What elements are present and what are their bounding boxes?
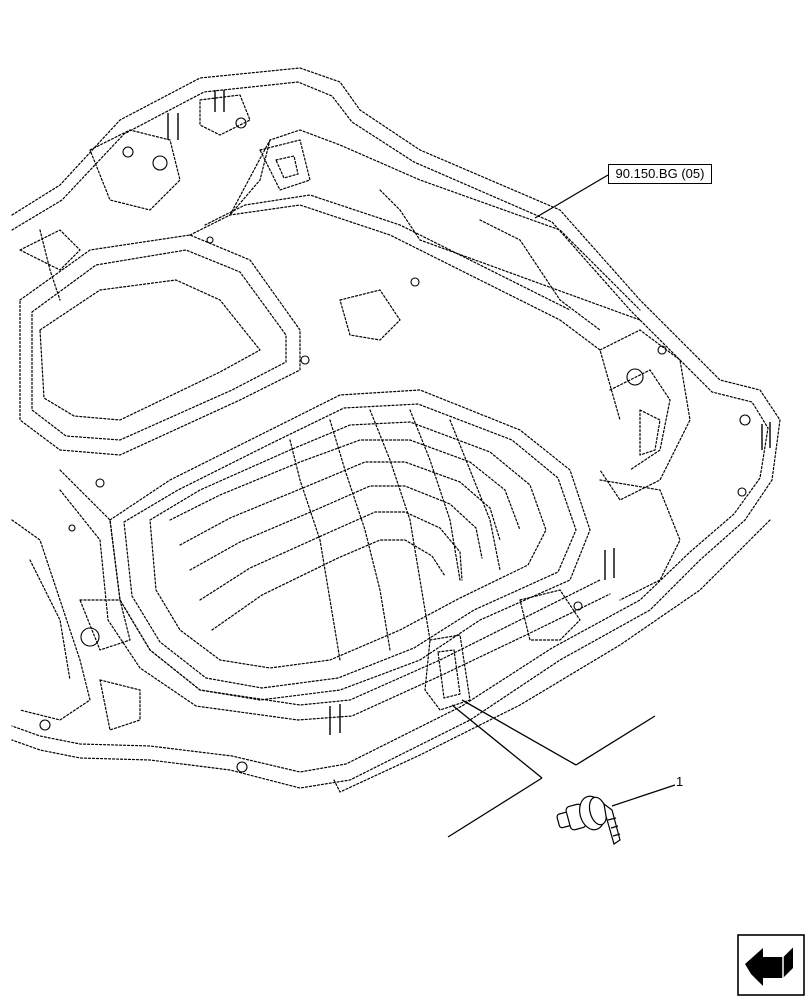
leader-lines (447, 174, 676, 838)
reference-label[interactable]: 90.150.BG (05) (608, 164, 712, 184)
callout-number: 1 (676, 774, 684, 789)
back-arrow-icon[interactable] (737, 934, 805, 996)
cab-roof-assembly (11, 67, 781, 793)
connector-part (556, 795, 621, 845)
bolt-stacks (167, 90, 771, 735)
fasteners (39, 117, 751, 773)
